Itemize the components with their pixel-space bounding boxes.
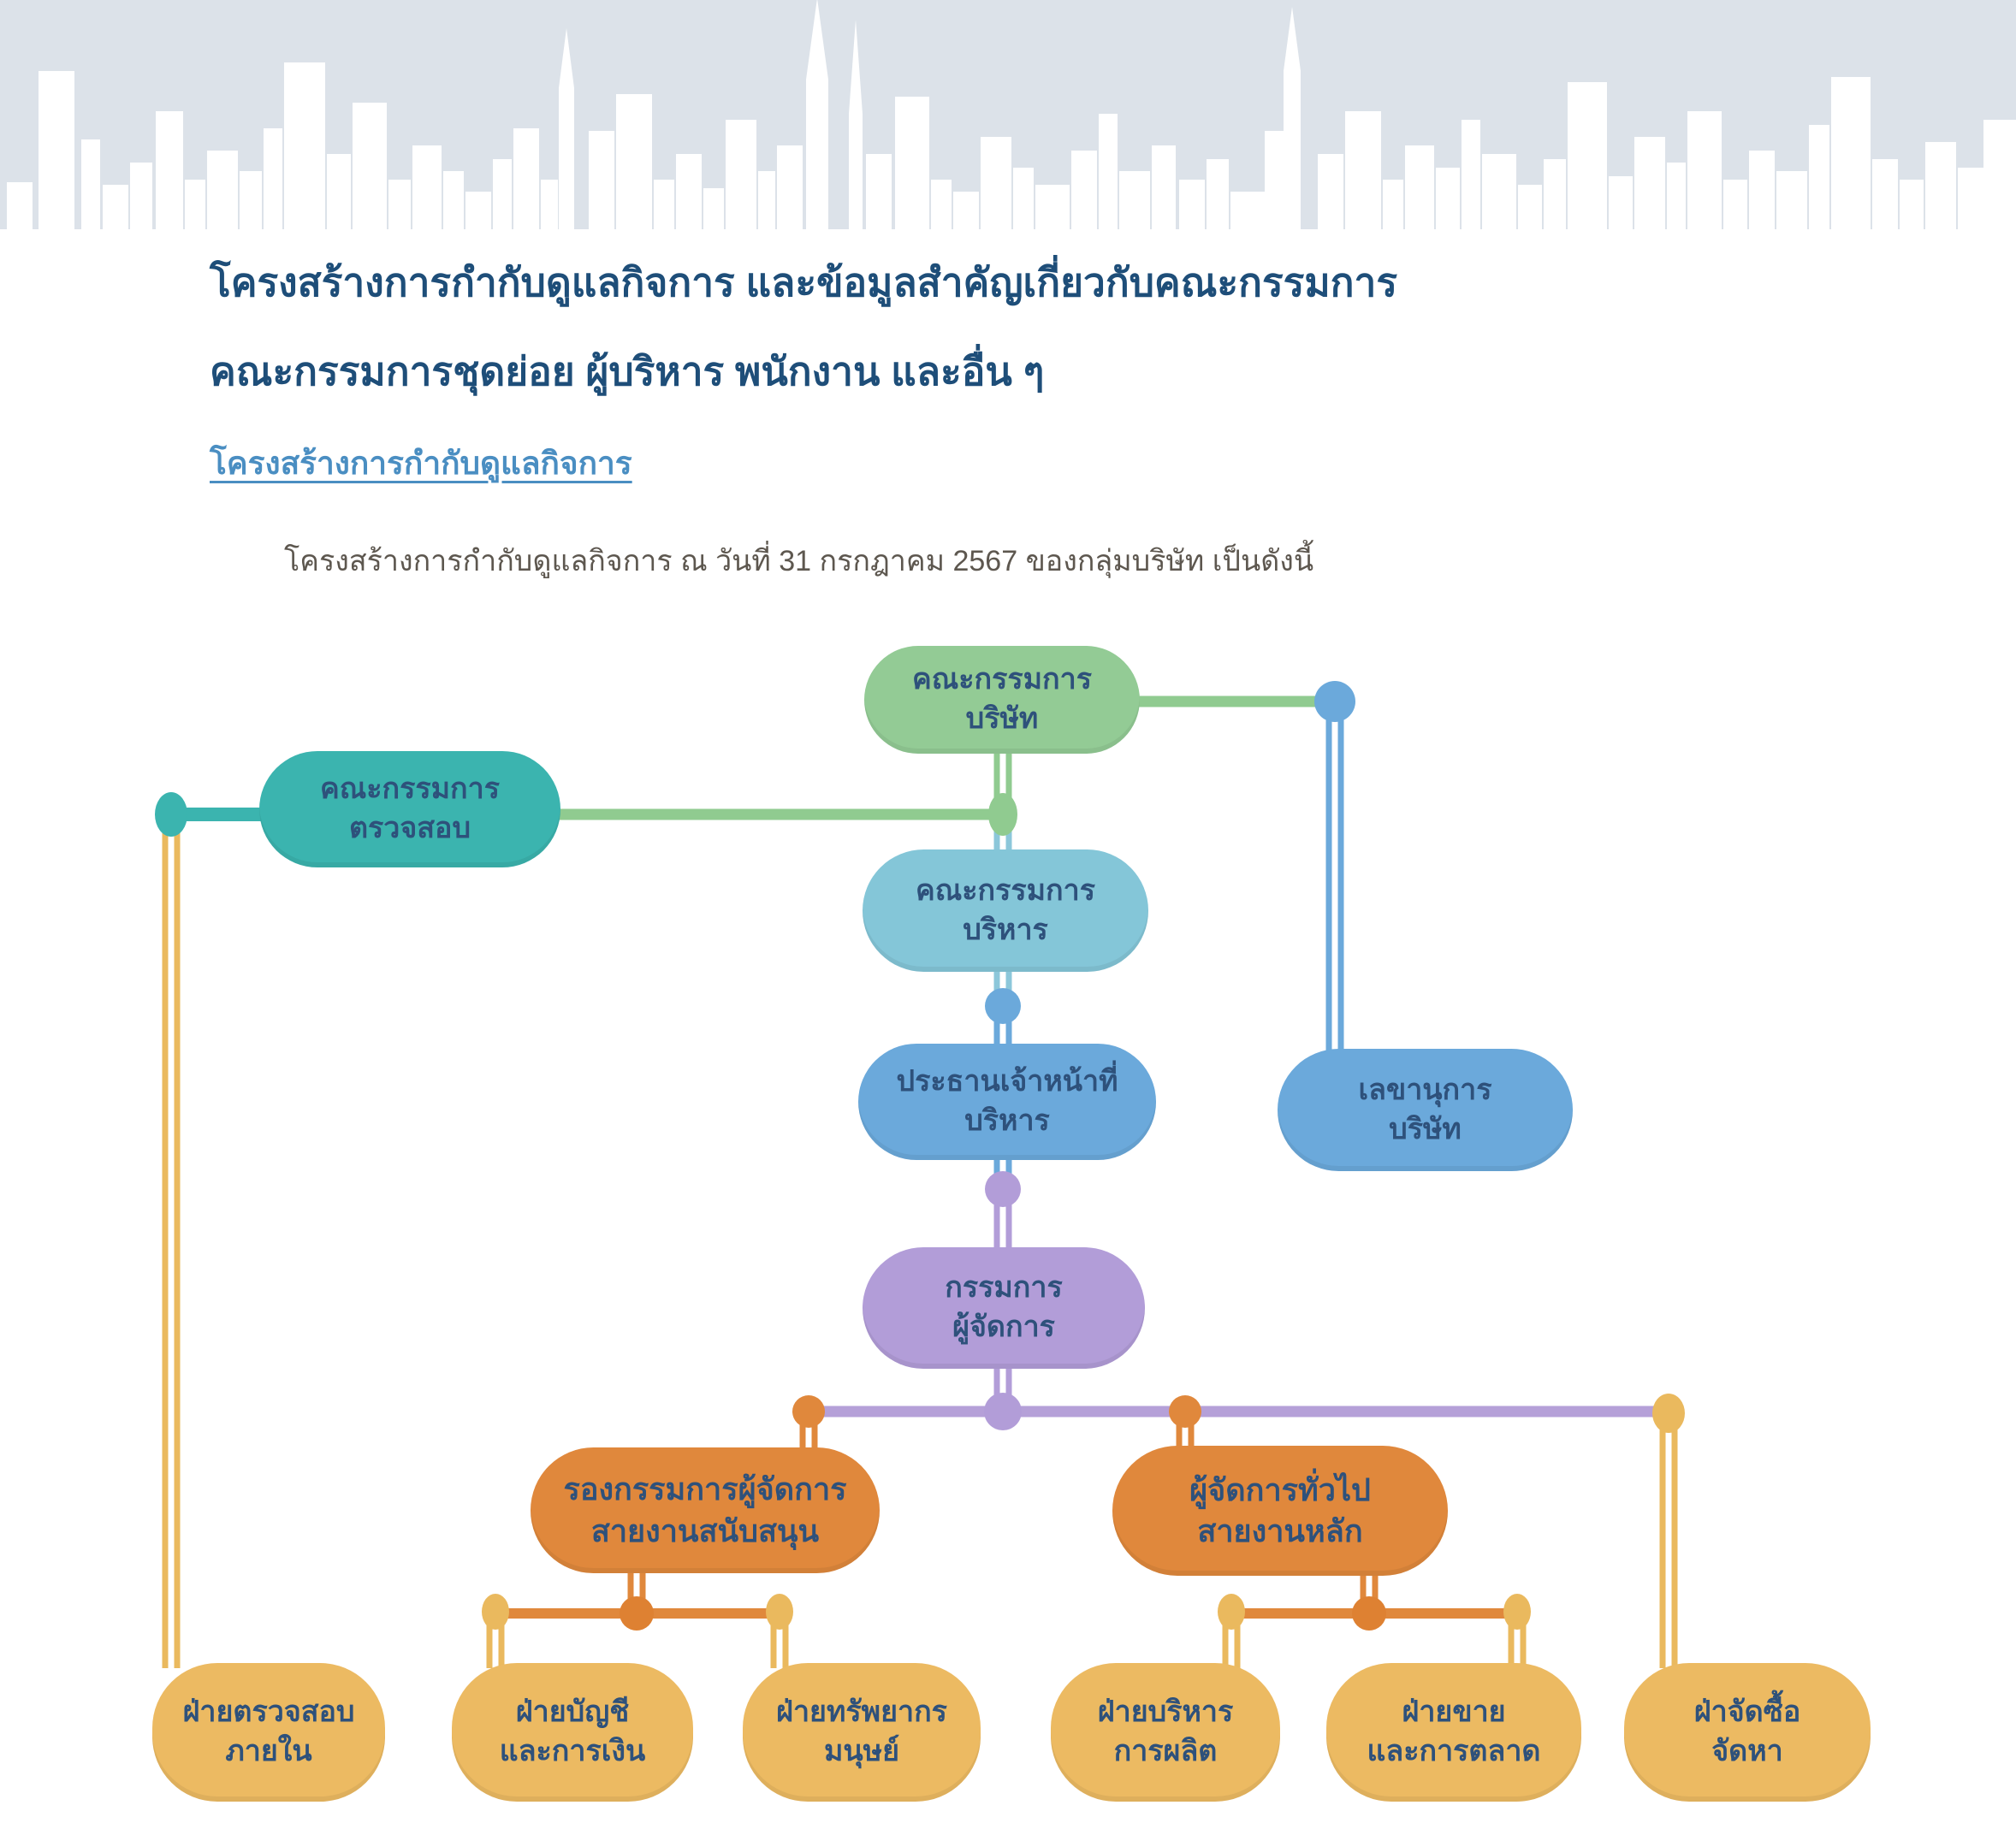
exec-ceo-dot [985, 988, 1021, 1024]
node-label: คณะกรรมการ [911, 663, 1092, 696]
page-title-line1: โครงสร้างการกำกับดูแลกิจการ และข้อมูลสำค… [210, 260, 1398, 305]
org-node-internal-audit-dept: ฝ่ายตรวจสอบ ภายใน [152, 1663, 385, 1802]
deputy-subrail-dot [620, 1596, 654, 1631]
sales-dot [1503, 1594, 1531, 1630]
node-label: สายงานสนับสนุน [590, 1512, 820, 1548]
page-title-line2: คณะกรรมการชุดย่อย ผู้บริหาร พนักงาน และอ… [210, 349, 1045, 394]
rail-procurement-dot [1652, 1394, 1685, 1433]
city-skyline-illustration [7, 0, 2016, 229]
node-label: บริหาร [963, 913, 1048, 946]
org-node-executive-committee: คณะกรรมการ บริหาร [863, 849, 1148, 972]
node-label: เลขานุการ [1358, 1073, 1492, 1106]
org-node-ceo: ประธานเจ้าหน้าที่ บริหาร [858, 1044, 1156, 1160]
secretary-junction-dot [1314, 681, 1355, 722]
node-label: จัดหา [1711, 1735, 1783, 1767]
org-node-sales-marketing-dept: ฝ่ายขาย และการตลาด [1326, 1663, 1581, 1802]
node-label: สายงานหลัก [1197, 1513, 1363, 1548]
node-label: ฝ่ายตรวจสอบ [182, 1696, 355, 1729]
org-node-gm-main-line: ผู้จัดการทั่วไป สายงานหลัก [1112, 1446, 1448, 1576]
audit-junction-dot [155, 792, 187, 837]
node-label: การผลิต [1113, 1735, 1218, 1767]
hr-dot [766, 1594, 793, 1630]
node-label: คณะกรรมการ [319, 772, 500, 806]
org-node-board: คณะกรรมการ บริษัท [864, 646, 1140, 754]
banner [0, 0, 2016, 229]
org-node-company-secretary: เลขานุการ บริษัท [1278, 1049, 1573, 1171]
node-label: กรรมการ [945, 1271, 1063, 1305]
node-label: บริษัท [965, 702, 1039, 735]
board-junction-dot [988, 793, 1017, 836]
accounting-dot [482, 1594, 509, 1630]
node-label: ประธานเจ้าหน้าที่ [896, 1065, 1118, 1098]
rail-gm-dot [1169, 1395, 1201, 1428]
org-node-accounting-finance-dept: ฝ่ายบัญชี และการเงิน [452, 1663, 693, 1802]
production-dot [1218, 1594, 1245, 1630]
node-label: บริษัท [1389, 1112, 1462, 1145]
gm-subrail-dot [1352, 1596, 1386, 1631]
node-label: ผู้จัดการ [952, 1311, 1055, 1343]
node-label: บริหาร [964, 1104, 1050, 1137]
ceo-md-dot [985, 1171, 1021, 1207]
node-label: ตรวจสอบ [348, 812, 471, 844]
page-title: โครงสร้างการกำกับดูแลกิจการ และข้อมูลสำค… [210, 238, 1716, 416]
org-node-audit-committee: คณะกรรมการ ตรวจสอบ [259, 751, 560, 867]
node-label: ผู้จัดการทั่วไป [1189, 1471, 1371, 1507]
org-node-human-resources-dept: ฝ่ายทรัพยากร มนุษย์ [743, 1663, 981, 1802]
org-node-production-mgmt-dept: ฝ่ายบริหาร การผลิต [1051, 1663, 1280, 1802]
org-node-managing-director: กรรมการ ผู้จัดการ [863, 1247, 1145, 1369]
section-link[interactable]: โครงสร้างการกำกับดูแลกิจการ [210, 446, 632, 481]
node-label: ฝ่ายบัญชี [515, 1696, 630, 1729]
node-label: คณะกรรมการ [915, 873, 1095, 907]
rail-deputy-dot [792, 1395, 825, 1428]
node-label: ฝ่ายบริหาร [1097, 1696, 1234, 1729]
org-node-deputy-md-support: รองกรรมการผู้จัดการ สายงานสนับสนุน [531, 1447, 880, 1573]
node-label: ภายใน [225, 1735, 312, 1767]
node-label: ฝ่าจัดซื้อ [1693, 1696, 1801, 1729]
node-label: ฝ่ายขาย [1402, 1696, 1506, 1729]
node-label: มนุษย์ [824, 1735, 899, 1767]
node-label: ฝ่ายทรัพยากร [776, 1696, 947, 1729]
org-node-procurement-dept: ฝ่าจัดซื้อ จัดหา [1624, 1663, 1871, 1802]
node-label: รองกรรมการผู้จัดการ [563, 1471, 847, 1507]
intro-paragraph: โครงสร้างการกำกับดูแลกิจการ ณ วันที่ 31 … [284, 545, 1314, 577]
node-label: และการตลาด [1367, 1735, 1541, 1767]
node-label: และการเงิน [499, 1735, 646, 1767]
md-rail-dot [984, 1393, 1022, 1430]
